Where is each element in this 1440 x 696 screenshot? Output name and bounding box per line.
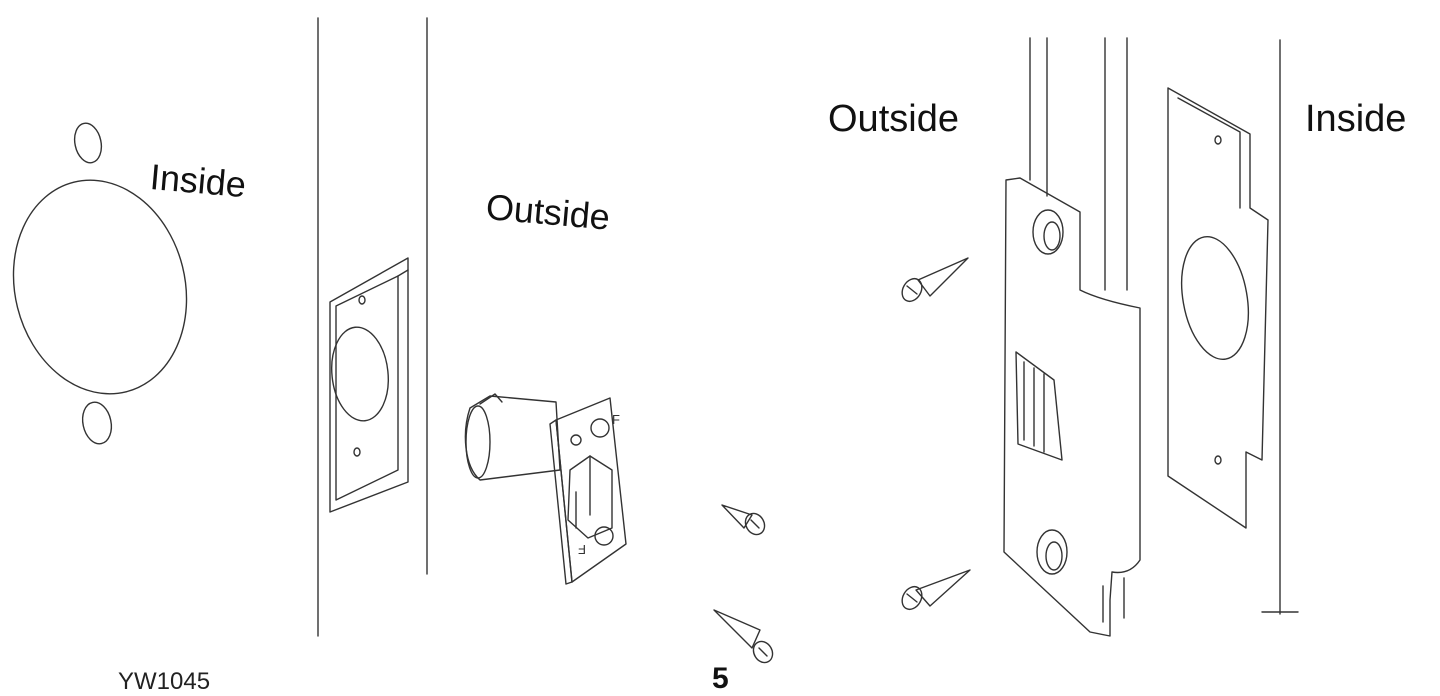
strike-box (1015, 351, 1063, 461)
label-inside-frame: Inside (1305, 98, 1407, 140)
latch-assembly (464, 393, 627, 585)
screw (713, 609, 774, 664)
bore-hole (12, 179, 188, 395)
strike-screws (901, 257, 971, 611)
screw (721, 504, 766, 536)
screw (901, 257, 969, 303)
model-number: YW1045 (118, 668, 211, 695)
page-number: 5 (712, 662, 729, 695)
through-bolt-hole-top (73, 122, 103, 164)
mortise-recess (329, 257, 409, 513)
latch-mark-bottom: F (578, 542, 586, 557)
strike-plate-back (1167, 87, 1269, 529)
installation-diagram: F F (12, 17, 1299, 664)
strike-screw-hole-bottom (1036, 529, 1068, 575)
edge-bore (331, 326, 389, 422)
label-outside-frame: Outside (828, 98, 959, 140)
label-inside-door: Inside (148, 156, 248, 206)
strike-plate (1003, 177, 1141, 637)
screw (901, 569, 971, 611)
latch-mark-top: F (612, 412, 620, 427)
door-jamb (1029, 37, 1299, 623)
strike-screw-hole-top (1032, 209, 1064, 255)
through-bolt-hole-bottom (81, 401, 113, 445)
door-face-bore (12, 122, 188, 445)
latch-screws (713, 504, 774, 664)
door-edge (317, 17, 428, 637)
